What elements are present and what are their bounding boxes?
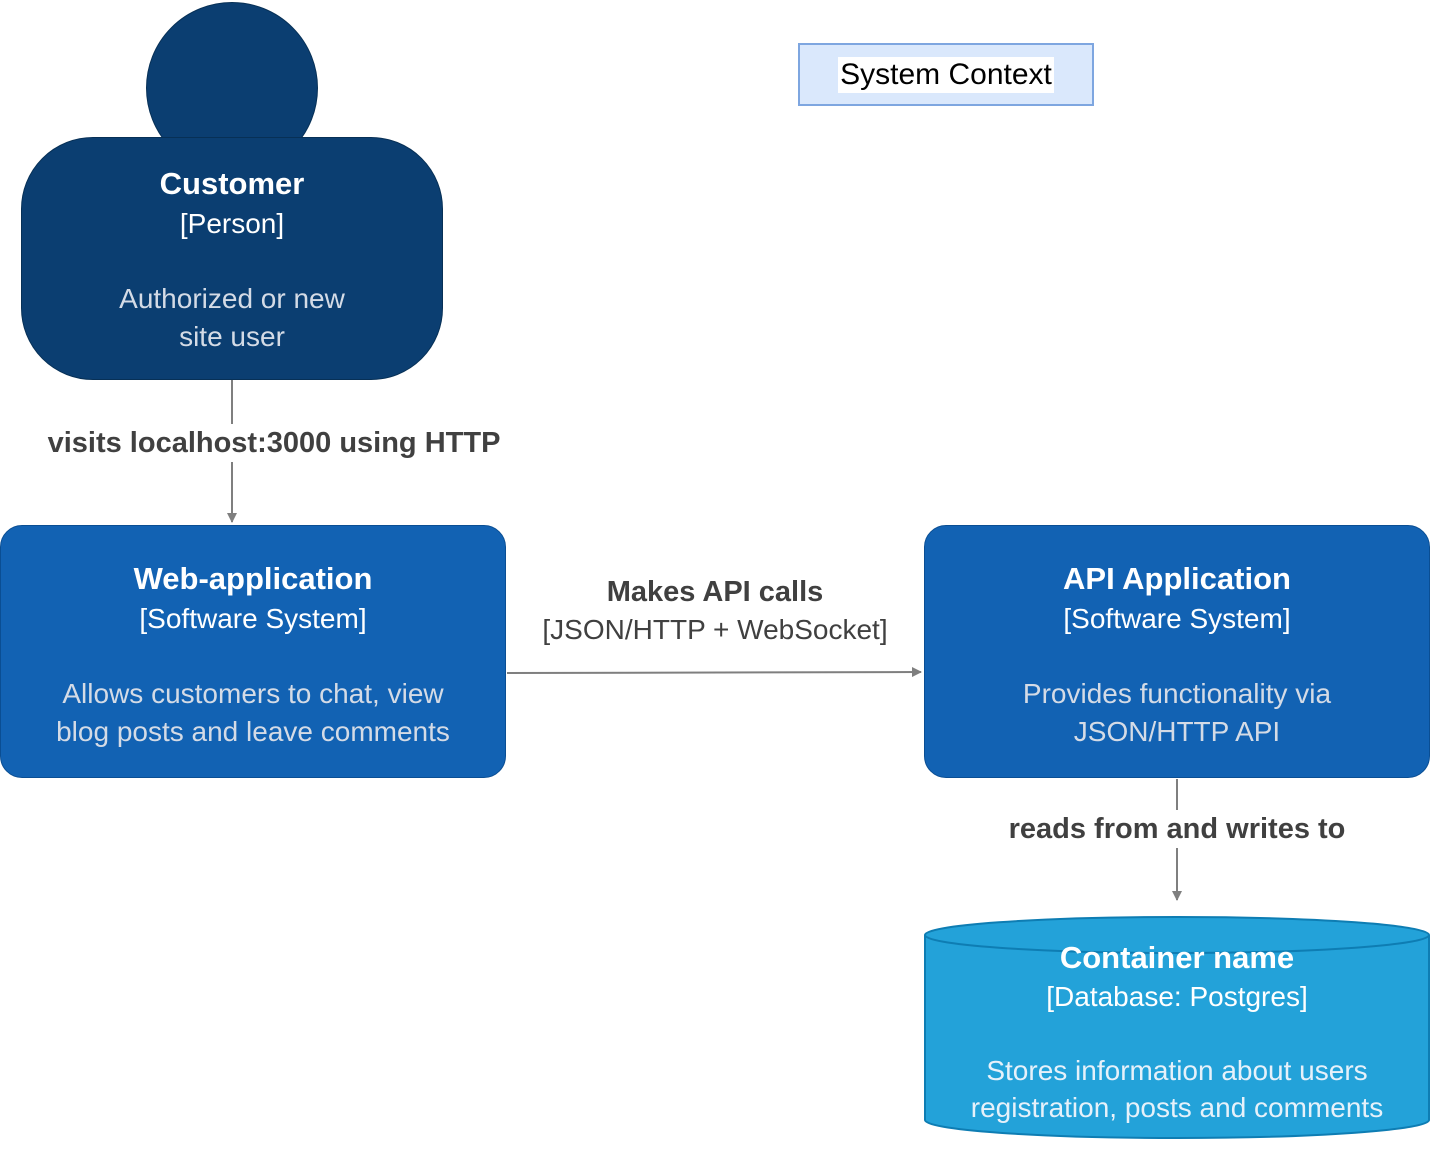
web-application-description-line-2: blog posts and leave comments (56, 716, 450, 747)
api-application-name: API Application (1063, 561, 1291, 596)
edge-label-web-to-api-technology: [JSON/HTTP + WebSocket] (542, 614, 888, 645)
customer-description-line-1: Authorized or new (119, 283, 345, 314)
database-cylinder[interactable] (924, 916, 1430, 1139)
edge-label-customer-to-web-text: visits localhost:3000 using HTTP (47, 427, 501, 459)
web-application-description-line-1: Allows customers to chat, view (62, 678, 444, 709)
diagram-title-box: System Context (798, 43, 1094, 106)
database-description-line-1: Stores information about users (986, 1055, 1368, 1086)
database-node-text: Container name [Database: Postgres] Stor… (924, 938, 1430, 1138)
diagram-title: System Context (838, 56, 1054, 93)
api-application-description-line-1: Provides functionality via (1022, 678, 1332, 709)
web-application-node[interactable]: Web-application [Software System] Allows… (0, 525, 506, 778)
customer-node[interactable]: Customer [Person] Authorized or new site… (21, 137, 443, 380)
database-kind: [Database: Postgres] (1046, 981, 1308, 1012)
edge-label-api-to-db-text: reads from and writes to (1008, 813, 1346, 845)
edge-label-api-to-db: reads from and writes to (984, 810, 1370, 848)
edge-label-web-to-api-text: Makes API calls (606, 576, 824, 608)
customer-description-line-2: site user (179, 321, 285, 352)
database-description-line-2: registration, posts and comments (970, 1092, 1384, 1123)
web-application-kind: [Software System] (139, 603, 367, 634)
database-name: Container name (1059, 940, 1295, 975)
api-application-description-line-2: JSON/HTTP API (1073, 716, 1281, 747)
api-application-node[interactable]: API Application [Software System] Provid… (924, 525, 1430, 778)
customer-kind: [Person] (179, 208, 285, 239)
edge-web-to-api[interactable] (506, 667, 922, 678)
web-application-name: Web-application (133, 561, 373, 596)
edge-label-web-to-api: Makes API calls [JSON/HTTP + WebSocket] (512, 573, 918, 649)
edge-label-customer-to-web: visits localhost:3000 using HTTP (22, 424, 526, 462)
customer-name: Customer (159, 166, 305, 201)
api-application-kind: [Software System] (1063, 603, 1291, 634)
